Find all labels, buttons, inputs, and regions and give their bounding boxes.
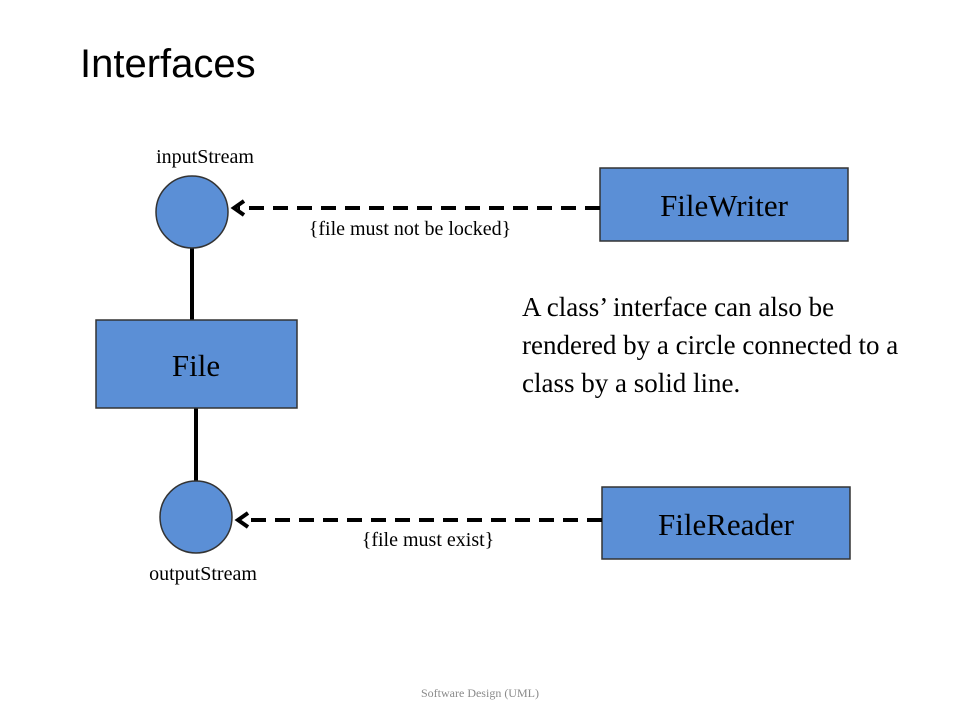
writer-dependency-arrowhead	[230, 199, 246, 217]
file-reader-class-box	[601, 486, 851, 560]
input-stream-label: inputStream	[156, 146, 254, 168]
writer-constraint-label: {file must not be locked}	[309, 218, 512, 240]
input-stream-interface-circle	[155, 175, 229, 249]
file-class-label: File	[172, 348, 220, 383]
file-writer-class-box	[599, 167, 849, 242]
slide-title: Interfaces	[80, 42, 256, 86]
file-writer-class-label: FileWriter	[660, 188, 789, 223]
explanation-note: A class’ interface can also be rendered …	[522, 292, 899, 398]
output-stream-interface-circle	[159, 480, 233, 554]
file-reader-class-label: FileReader	[658, 507, 795, 542]
reader-constraint-label: {file must exist}	[362, 529, 495, 551]
output-stream-label: outputStream	[149, 563, 257, 585]
file-class-box	[95, 319, 298, 409]
slide-footer: Software Design (UML)	[421, 686, 539, 700]
reader-dependency-arrowhead	[234, 511, 250, 529]
